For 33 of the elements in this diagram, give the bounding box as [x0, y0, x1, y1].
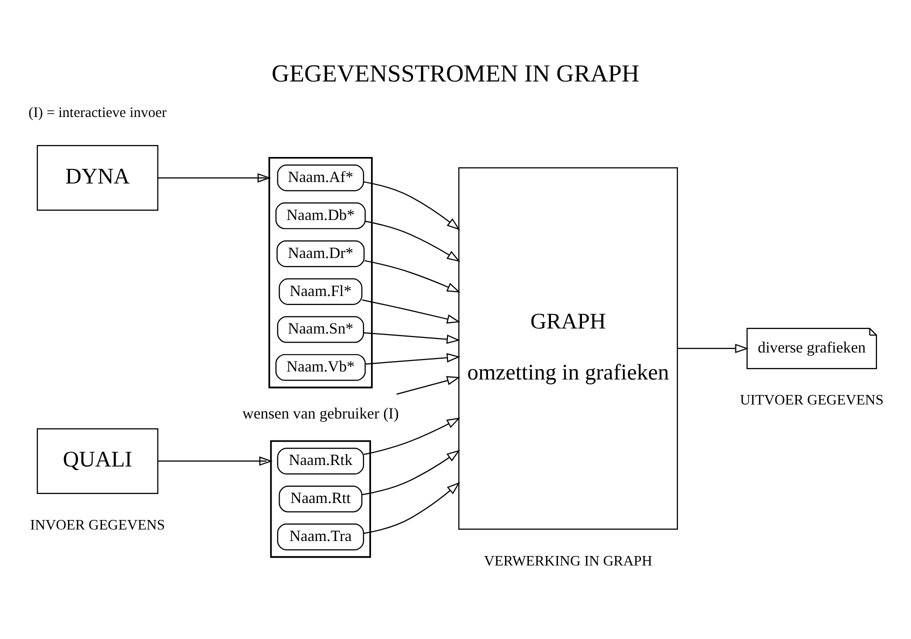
- arrow: [364, 260, 460, 292]
- diagram-title: GEGEVENSSTROMEN IN GRAPH: [272, 60, 640, 88]
- cluster: [270, 440, 372, 558]
- arrow: [365, 353, 460, 365]
- arrow: [364, 181, 460, 230]
- node-text: wensen van gebruiker (I): [242, 405, 399, 422]
- node-box: Naam.Tra: [277, 524, 364, 550]
- arrow: [158, 173, 271, 183]
- cluster: [268, 156, 373, 388]
- node-box: Naam.Fl*: [278, 278, 362, 305]
- arrow: [678, 344, 749, 354]
- label: (I) = interactieve invoer: [28, 105, 167, 122]
- node-box: GRAPH omzetting in grafieken: [458, 167, 678, 530]
- node-box: Naam.Sn*: [277, 316, 364, 343]
- node-box: Naam.Rtk: [277, 448, 364, 474]
- arrow: [365, 220, 460, 262]
- node-box: Naam.Rtt: [278, 486, 362, 512]
- node-box: Naam.Af*: [277, 164, 364, 192]
- arrow: [364, 418, 460, 455]
- label: UITVOER GEGEVENS: [740, 392, 884, 409]
- node-box: DYNA: [36, 145, 158, 211]
- node-box: Naam.Db*: [275, 202, 366, 230]
- arrow: [362, 450, 460, 496]
- arrow: [363, 482, 460, 534]
- label: INVOER GEGEVENS: [30, 518, 165, 534]
- arrow: [396, 376, 460, 395]
- node-box: Naam.Vb*: [275, 354, 366, 381]
- arrow: [364, 332, 460, 344]
- node-box: QUALI: [36, 428, 158, 494]
- label: VERWERKING IN GRAPH: [484, 553, 652, 570]
- node-box: Naam.Dr*: [276, 240, 365, 268]
- arrow: [158, 456, 273, 466]
- arrow: [362, 299, 460, 324]
